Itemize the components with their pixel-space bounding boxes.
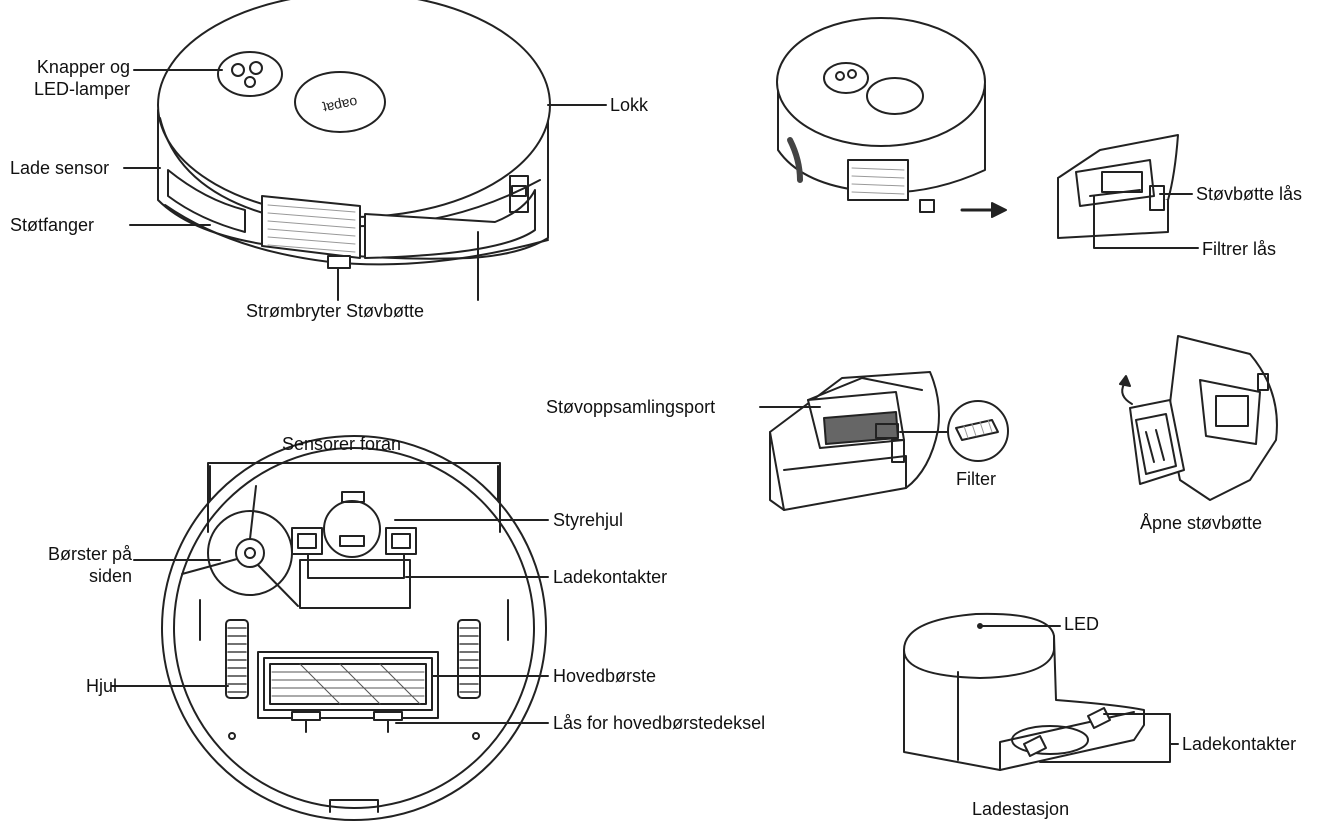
label-side-brush-text: Børster på siden: [47, 544, 132, 586]
buttons-panel-shape: ʇɐdɐo: [217, 51, 386, 133]
label-bumper: Støtfanger: [10, 215, 95, 235]
robot-underside: [111, 435, 549, 821]
label-led: LED: [1064, 614, 1100, 634]
charging-station: [903, 612, 1179, 771]
dust-bin-filter-view: [759, 371, 1009, 511]
label-caster: Styrehjul: [553, 510, 624, 530]
label-buttons-leds: Knapper og LED-lamper: [8, 56, 130, 100]
label-dust-port: Støvoppsamlingsport: [546, 397, 716, 417]
label-front-sensors: Sensorer foran: [282, 434, 402, 454]
open-bin-view: [1119, 335, 1278, 501]
label-charge-sensor: Lade sensor: [10, 158, 110, 178]
label-buttons-leds-text: Knapper og LED-lamper: [33, 57, 130, 99]
label-open-bin: Åpne støvbøtte: [1140, 513, 1263, 533]
label-station-contacts: Ladekontakter: [1182, 734, 1297, 754]
label-contacts: Ladekontakter: [553, 567, 668, 587]
label-filter: Filter: [956, 469, 996, 489]
label-station: Ladestasjon: [972, 799, 1070, 819]
label-main-brush: Hovedbørste: [553, 666, 657, 686]
label-brush-cover-lock: Lås for hovedbørstedeksel: [553, 713, 766, 733]
svg-text:ʇɐdɐo: ʇɐdɐo: [321, 92, 359, 115]
side-grille: [261, 195, 361, 259]
label-power-switch-bin: Strømbryter Støvbøtte: [246, 301, 425, 321]
robot-top-view: ʇɐdɐo: [123, 0, 607, 301]
label-side-brush: Børster på siden: [10, 543, 132, 587]
robot-bin-removal: [776, 17, 1199, 249]
label-bin-lock: Støvbøtte lås: [1196, 184, 1303, 204]
label-filter-lock: Filtrer lås: [1202, 239, 1277, 259]
label-lid: Lokk: [610, 95, 649, 115]
label-wheel: Hjul: [86, 676, 118, 696]
